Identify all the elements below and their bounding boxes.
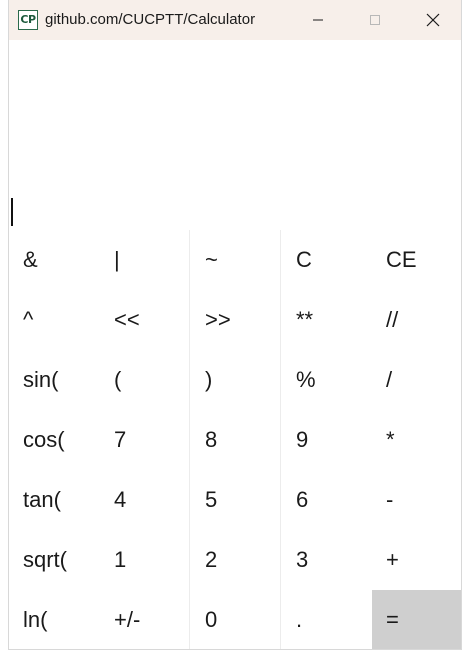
key-close-paren-button[interactable]: ): [205, 367, 213, 392]
key-negate-button[interactable]: +/-: [114, 607, 141, 632]
minimize-icon: [313, 19, 323, 21]
key-digit-0-button[interactable]: 0: [205, 607, 218, 632]
maximize-icon: [370, 15, 380, 25]
key-digit-2-button[interactable]: 2: [205, 547, 218, 572]
column-divider: [189, 230, 190, 649]
key-digit-5-button[interactable]: 5: [205, 487, 218, 512]
key-digit-6-button[interactable]: 6: [296, 487, 309, 512]
key-clear-button[interactable]: C: [296, 247, 312, 272]
app-icon: CP: [18, 10, 38, 30]
key-xor-button[interactable]: ^: [23, 307, 34, 332]
keypad: & | ~ C CE ^ << >> ** // sin( ()% / cos( 7 8 9 * tan( 4 5 6 - s…: [9, 230, 461, 649]
key-cos-button[interactable]: cos(: [23, 427, 65, 452]
key-plus-button[interactable]: +: [386, 547, 399, 572]
key-minus-button[interactable]: -: [386, 487, 394, 512]
key-and-button[interactable]: &: [23, 247, 38, 272]
key-equals-button[interactable]: =: [372, 590, 461, 649]
key-modulo-button[interactable]: %: [296, 367, 316, 392]
title-bar[interactable]: CP github.com/CUCPTT/Calculator: [9, 0, 461, 40]
key-power-button[interactable]: **: [296, 307, 314, 332]
key-digit-9-button[interactable]: 9: [296, 427, 309, 452]
window-title: github.com/CUCPTT/Calculator: [45, 11, 256, 28]
key-digit-7-button[interactable]: 7: [114, 427, 127, 452]
key-ln-button[interactable]: ln(: [23, 607, 48, 632]
minimize-button[interactable]: [295, 0, 341, 40]
key-open-paren-button[interactable]: (: [114, 367, 122, 392]
key-not-button[interactable]: ~: [205, 247, 218, 272]
key-shift-right-button[interactable]: >>: [205, 307, 231, 332]
key-digit-3-button[interactable]: 3: [296, 547, 309, 572]
calculator-window: CP github.com/CUCPTT/Calculator & | ~ C CE ^ <…: [8, 0, 462, 650]
key-shift-left-button[interactable]: <<: [114, 307, 140, 332]
key-digit-1-button[interactable]: 1: [114, 547, 127, 572]
key-sin-button[interactable]: sin(: [23, 367, 59, 392]
key-clear-entry-button[interactable]: CE: [386, 247, 417, 272]
close-button[interactable]: [410, 0, 456, 40]
column-divider: [280, 230, 281, 649]
key-sqrt-button[interactable]: sqrt(: [23, 547, 67, 572]
text-caret: [11, 198, 13, 226]
key-multiply-button[interactable]: *: [386, 427, 395, 452]
key-or-button[interactable]: |: [114, 247, 120, 272]
key-tan-button[interactable]: tan(: [23, 487, 61, 512]
key-floor-divide-button[interactable]: //: [386, 307, 399, 332]
expression-display[interactable]: [9, 40, 461, 230]
key-digit-8-button[interactable]: 8: [205, 427, 218, 452]
close-icon: [426, 13, 440, 27]
key-divide-button[interactable]: /: [386, 367, 393, 392]
key-decimal-button[interactable]: .: [296, 607, 303, 632]
key-digit-4-button[interactable]: 4: [114, 487, 127, 512]
maximize-button[interactable]: [352, 0, 398, 40]
